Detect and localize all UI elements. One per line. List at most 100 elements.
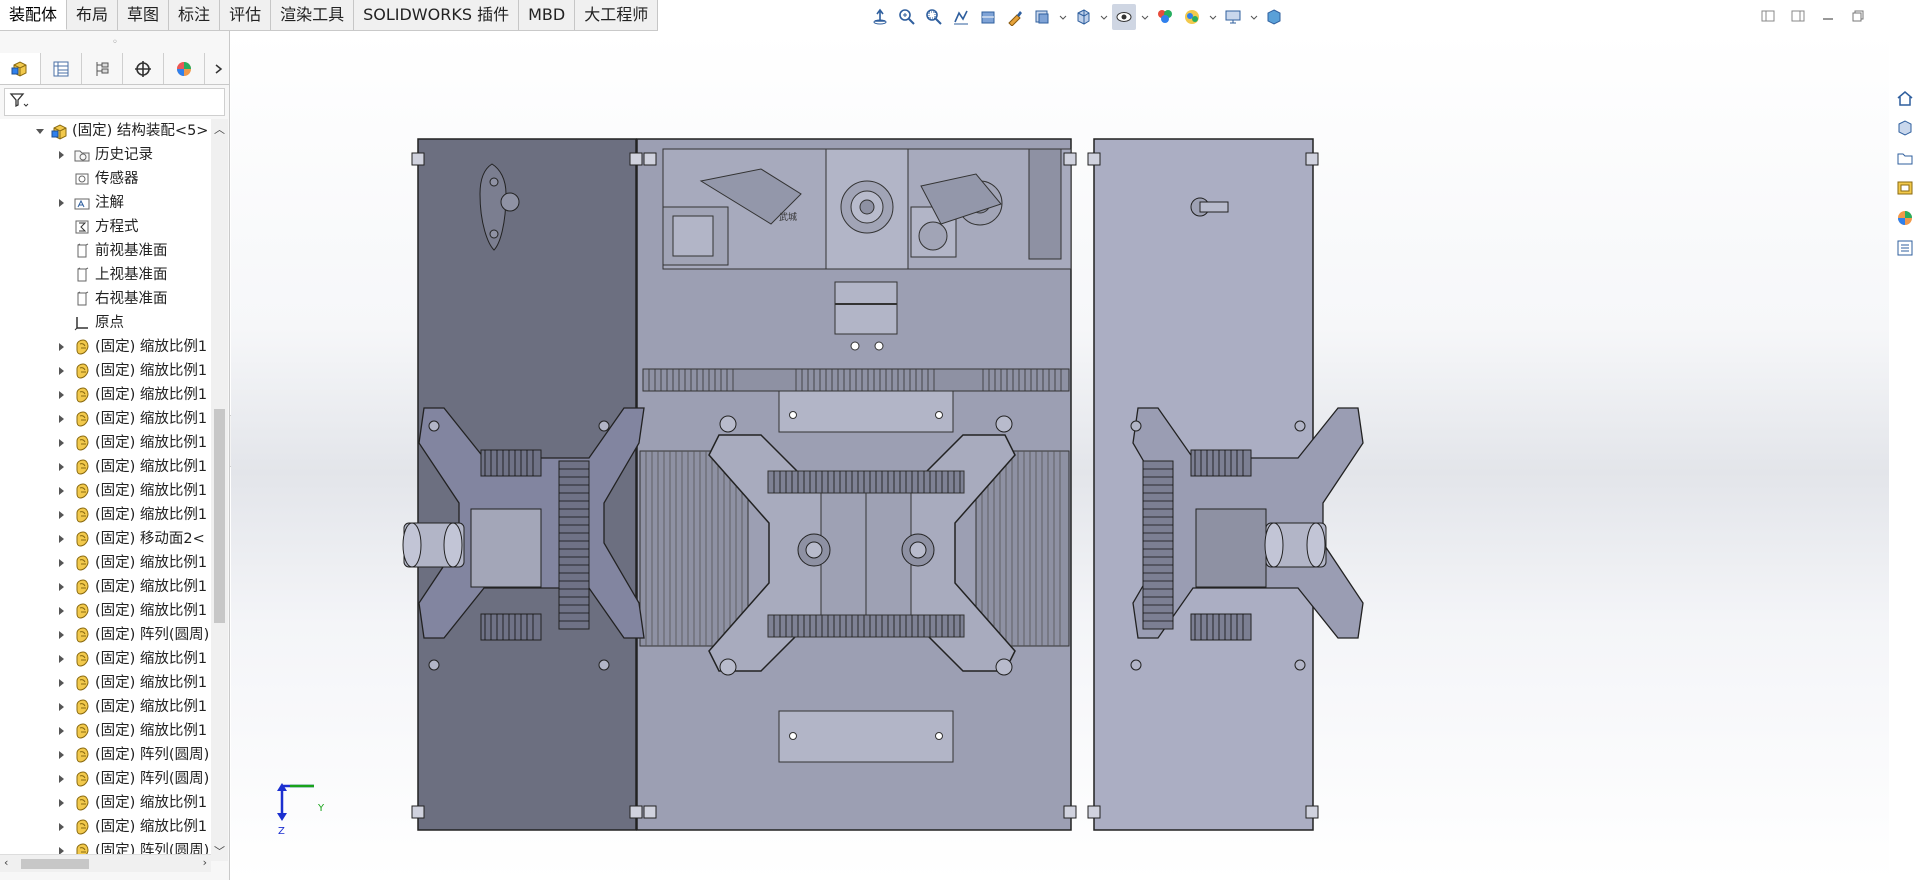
chevron-down-icon[interactable]	[1207, 4, 1218, 30]
graphics-area[interactable]: 武城	[231, 31, 1889, 880]
scroll-thumb[interactable]	[214, 409, 225, 623]
tree-item-14[interactable]: (固定) 缩放比例1	[0, 479, 211, 503]
tree-item-4[interactable]: 前视基准面	[0, 239, 211, 263]
scroll-right-icon[interactable]: ›	[202, 856, 207, 869]
expand-right-icon[interactable]	[59, 199, 64, 207]
tree-item-23[interactable]: (固定) 缩放比例1	[0, 695, 211, 719]
expand-right-icon[interactable]	[59, 775, 64, 783]
minimize-icon[interactable]	[1818, 6, 1838, 26]
tab-6[interactable]: SOLIDWORKS 插件	[354, 0, 520, 30]
scroll-up-icon[interactable]: ︿	[214, 123, 225, 136]
tree-item-12[interactable]: (固定) 缩放比例1	[0, 431, 211, 455]
tree-item-0[interactable]: 历史记录	[0, 143, 211, 167]
expand-right-icon[interactable]	[59, 703, 64, 711]
tree-item-11[interactable]: (固定) 缩放比例1	[0, 407, 211, 431]
expand-right-icon[interactable]	[59, 655, 64, 663]
previous-view-icon[interactable]	[949, 4, 973, 30]
tab-8[interactable]: 大工程师	[575, 0, 659, 30]
tree-filter[interactable]	[4, 88, 225, 116]
tab-5[interactable]: 渲染工具	[271, 0, 355, 30]
tree-item-17[interactable]: (固定) 缩放比例1	[0, 551, 211, 575]
home-icon[interactable]	[1892, 86, 1918, 110]
hide-show-items-icon[interactable]	[1112, 4, 1136, 30]
scroll-left-icon[interactable]: ‹	[4, 856, 9, 869]
tree-item-15[interactable]: (固定) 缩放比例1	[0, 503, 211, 527]
expand-right-icon[interactable]	[59, 679, 64, 687]
section-view-icon[interactable]	[976, 4, 1000, 30]
expand-right-icon[interactable]	[59, 847, 64, 855]
tree-item-18[interactable]: (固定) 缩放比例1	[0, 575, 211, 599]
tab-4[interactable]: 评估	[220, 0, 272, 30]
render-tools-icon[interactable]	[1262, 4, 1286, 30]
tree-item-1[interactable]: 传感器	[0, 167, 211, 191]
custom-properties-icon[interactable]	[1892, 236, 1918, 260]
expand-right-icon[interactable]	[59, 367, 64, 375]
tile-right-icon[interactable]	[1788, 6, 1808, 26]
tree-item-root[interactable]: (固定) 结构装配<5>	[0, 119, 211, 143]
tree-item-10[interactable]: (固定) 缩放比例1	[0, 383, 211, 407]
apply-scene-icon[interactable]	[1180, 4, 1204, 30]
tree-horizontal-scrollbar[interactable]: ‹ ›	[0, 854, 211, 872]
tree-item-22[interactable]: (固定) 缩放比例1	[0, 671, 211, 695]
expand-right-icon[interactable]	[59, 487, 64, 495]
panel-grip[interactable]: ◦	[112, 36, 118, 48]
chevron-down-icon[interactable]	[1098, 4, 1109, 30]
restore-icon[interactable]	[1848, 6, 1868, 26]
expand-right-icon[interactable]	[59, 727, 64, 735]
dynamic-annotation-icon[interactable]	[1003, 4, 1027, 30]
expand-right-icon[interactable]	[59, 799, 64, 807]
dimxpert-tab[interactable]	[123, 53, 164, 84]
view-orientation-dropdown-icon[interactable]	[1030, 4, 1054, 30]
tab-7[interactable]: MBD	[519, 0, 576, 30]
expand-down-icon[interactable]	[36, 129, 44, 134]
file-explorer-icon[interactable]	[1892, 146, 1918, 170]
expand-right-icon[interactable]	[59, 583, 64, 591]
tree-item-2[interactable]: 注解	[0, 191, 211, 215]
expand-right-icon[interactable]	[59, 151, 64, 159]
tree-item-16[interactable]: (固定) 移动面2<	[0, 527, 211, 551]
tree-item-5[interactable]: 上视基准面	[0, 263, 211, 287]
appearances-icon[interactable]	[1892, 206, 1918, 230]
tree-item-20[interactable]: (固定) 阵列(圆周)	[0, 623, 211, 647]
chevron-right-icon[interactable]	[205, 53, 230, 84]
expand-right-icon[interactable]	[59, 631, 64, 639]
view-palette-icon[interactable]	[1892, 176, 1918, 200]
view-orientation-icon[interactable]	[868, 4, 892, 30]
expand-right-icon[interactable]	[59, 463, 64, 471]
tab-3[interactable]: 标注	[169, 0, 221, 30]
expand-right-icon[interactable]	[59, 823, 64, 831]
tab-1[interactable]: 布局	[67, 0, 119, 30]
chevron-down-icon[interactable]	[1139, 4, 1150, 30]
tree-item-13[interactable]: (固定) 缩放比例1	[0, 455, 211, 479]
chevron-down-icon[interactable]	[1248, 4, 1259, 30]
expand-right-icon[interactable]	[59, 535, 64, 543]
view-settings-icon[interactable]	[1221, 4, 1245, 30]
expand-right-icon[interactable]	[59, 343, 64, 351]
edit-appearance-icon[interactable]	[1153, 4, 1177, 30]
zoom-to-area-icon[interactable]	[922, 4, 946, 30]
tree-item-8[interactable]: (固定) 缩放比例1	[0, 335, 211, 359]
expand-right-icon[interactable]	[59, 751, 64, 759]
tree-item-24[interactable]: (固定) 缩放比例1	[0, 719, 211, 743]
scroll-thumb-horizontal[interactable]	[21, 859, 89, 869]
chevron-down-icon[interactable]	[1057, 4, 1068, 30]
tree-item-19[interactable]: (固定) 缩放比例1	[0, 599, 211, 623]
expand-right-icon[interactable]	[59, 391, 64, 399]
expand-right-icon[interactable]	[59, 415, 64, 423]
feature-manager-tab[interactable]	[0, 53, 41, 84]
zoom-to-fit-icon[interactable]	[895, 4, 919, 30]
tree-item-26[interactable]: (固定) 阵列(圆周)	[0, 767, 211, 791]
parts-library-icon[interactable]	[1892, 116, 1918, 140]
tree-item-6[interactable]: 右视基准面	[0, 287, 211, 311]
tile-left-icon[interactable]	[1758, 6, 1778, 26]
tree-vertical-scrollbar[interactable]: ︿ ﹀	[211, 119, 228, 861]
expand-right-icon[interactable]	[59, 559, 64, 567]
tree-item-3[interactable]: 方程式	[0, 215, 211, 239]
display-style-icon[interactable]	[1071, 4, 1095, 30]
expand-right-icon[interactable]	[59, 439, 64, 447]
display-manager-tab[interactable]	[164, 53, 205, 84]
tree-item-7[interactable]: 原点	[0, 311, 211, 335]
tree-item-21[interactable]: (固定) 缩放比例1	[0, 647, 211, 671]
expand-right-icon[interactable]	[59, 607, 64, 615]
tab-2[interactable]: 草图	[118, 0, 170, 30]
